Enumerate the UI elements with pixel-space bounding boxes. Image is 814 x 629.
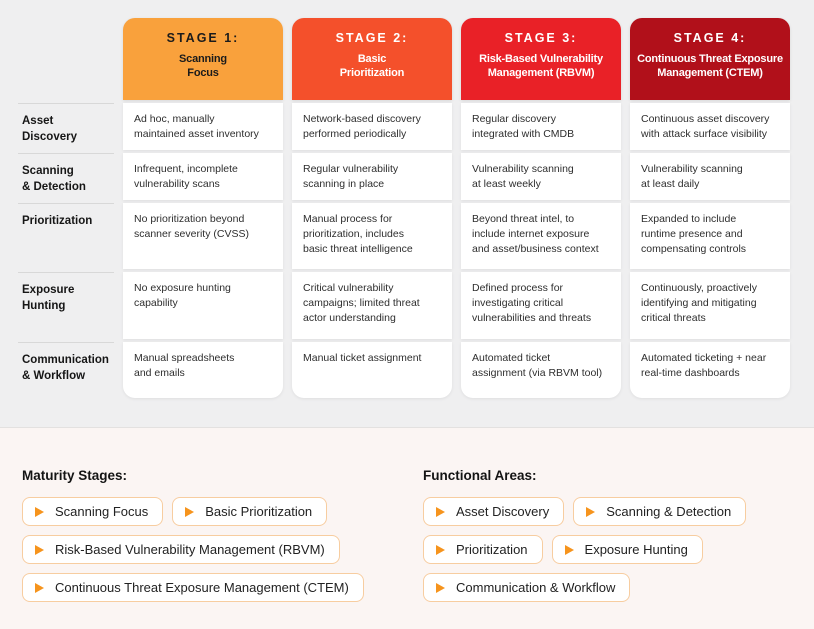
stage-name-label: Risk-Based Vulnerability Management (RBV…: [479, 53, 603, 80]
legend-pill-label: Asset Discovery: [456, 504, 550, 519]
stage-number-label: STAGE 1:: [166, 31, 240, 45]
legend-pill-label: Scanning Focus: [55, 504, 149, 519]
legend-pill: Scanning & Detection: [573, 497, 747, 526]
legend-pill: Exposure Hunting: [551, 535, 703, 564]
matrix-cell: Continuously, proactively identifying an…: [630, 272, 790, 339]
functional-areas-legend: Functional Areas: Asset Discovery Scannin…: [423, 468, 753, 602]
matrix-cell: Ad hoc, manually maintained asset invent…: [123, 103, 283, 150]
row-label: Asset Discovery: [18, 103, 114, 150]
stage-name-label: Scanning Focus: [179, 53, 227, 80]
arrow-right-icon: [35, 582, 44, 593]
maturity-matrix-section: STAGE 1: Scanning Focus STAGE 2: Basic Prio…: [18, 18, 790, 398]
stage-name-label: Basic Prioritization: [339, 53, 405, 80]
stage-1-header: STAGE 1: Scanning Focus: [123, 18, 283, 100]
stage-3-header: STAGE 3: Risk-Based Vulnerability Managem…: [461, 18, 621, 100]
arrow-right-icon: [564, 544, 574, 555]
row-label: Prioritization: [18, 203, 114, 269]
maturity-stages-legend: Maturity Stages: Scanning Focus Basic Pri…: [22, 468, 394, 602]
functional-areas-title: Functional Areas:: [423, 468, 537, 483]
legend-pill-label: Basic Prioritization: [205, 504, 313, 519]
legend-pill-label: Communication & Workflow: [456, 580, 616, 595]
matrix-cell: No exposure hunting capability: [123, 272, 283, 339]
stage-number-label: STAGE 3:: [504, 31, 578, 45]
matrix-cell: Defined process for investigating critic…: [461, 272, 621, 339]
row-label: Scanning & Detection: [18, 153, 114, 200]
legend-pill-label: Continuous Threat Exposure Management (C…: [55, 580, 349, 595]
maturity-matrix: STAGE 1: Scanning Focus STAGE 2: Basic Prio…: [18, 18, 790, 398]
legend-section: Maturity Stages: Scanning Focus Basic Pri…: [0, 427, 814, 629]
matrix-cell: Vulnerability scanning at least weekly: [461, 153, 621, 200]
arrow-right-icon: [436, 582, 445, 593]
legend-pill: Basic Prioritization: [172, 497, 328, 526]
arrow-right-icon: [586, 506, 596, 517]
matrix-cell: Expanded to include runtime presence and…: [630, 203, 790, 269]
stage-number-label: STAGE 4:: [673, 31, 747, 45]
matrix-cell: Beyond threat intel, to include internet…: [461, 203, 621, 269]
stage-4-header: STAGE 4: Continuous Threat Exposure Manag…: [630, 18, 790, 100]
maturity-stages-title: Maturity Stages:: [22, 468, 128, 483]
legend-pill: Risk-Based Vulnerability Management (RBV…: [22, 535, 340, 564]
matrix-cell: Infrequent, incomplete vulnerability sca…: [123, 153, 283, 200]
matrix-cell: Critical vulnerability campaigns; limite…: [292, 272, 452, 339]
arrow-right-icon: [35, 506, 44, 517]
stage-2-header: STAGE 2: Basic Prioritization: [292, 18, 452, 100]
legend-pill-label: Exposure Hunting: [584, 542, 688, 557]
arrow-right-icon: [436, 506, 445, 517]
stage-number-label: STAGE 2:: [335, 31, 409, 45]
arrow-right-icon: [185, 506, 195, 517]
row-label: Exposure Hunting: [18, 272, 114, 339]
matrix-cell: Vulnerability scanning at least daily: [630, 153, 790, 200]
legend-pill-label: Scanning & Detection: [606, 504, 732, 519]
legend-pill: Prioritization: [423, 535, 543, 564]
matrix-cell: Regular discovery integrated with CMDB: [461, 103, 621, 150]
legend-pill: Continuous Threat Exposure Management (C…: [22, 573, 364, 602]
matrix-cell: Network-based discovery performed period…: [292, 103, 452, 150]
matrix-cell: No prioritization beyond scanner severit…: [123, 203, 283, 269]
legend-pill-label: Risk-Based Vulnerability Management (RBV…: [55, 542, 325, 557]
matrix-cell: Automated ticketing + near real-time das…: [630, 342, 790, 398]
matrix-cell: Regular vulnerability scanning in place: [292, 153, 452, 200]
legend-pill: Scanning Focus: [22, 497, 164, 526]
legend-pill: Communication & Workflow: [423, 573, 631, 602]
matrix-cell: Continuous asset discovery with attack s…: [630, 103, 790, 150]
matrix-cell: Automated ticket assignment (via RBVM to…: [461, 342, 621, 398]
legend-pill-label: Prioritization: [456, 542, 528, 557]
legend-pill: Asset Discovery: [423, 497, 565, 526]
arrow-right-icon: [436, 544, 445, 555]
arrow-right-icon: [35, 544, 44, 555]
matrix-cell: Manual ticket assignment: [292, 342, 452, 398]
row-label: Communication & Workflow: [18, 342, 114, 398]
matrix-cell: Manual process for prioritization, inclu…: [292, 203, 452, 269]
matrix-corner: [18, 18, 114, 100]
matrix-cell: Manual spreadsheets and emails: [123, 342, 283, 398]
stage-name-label: Continuous Threat Exposure Management (C…: [637, 53, 783, 80]
